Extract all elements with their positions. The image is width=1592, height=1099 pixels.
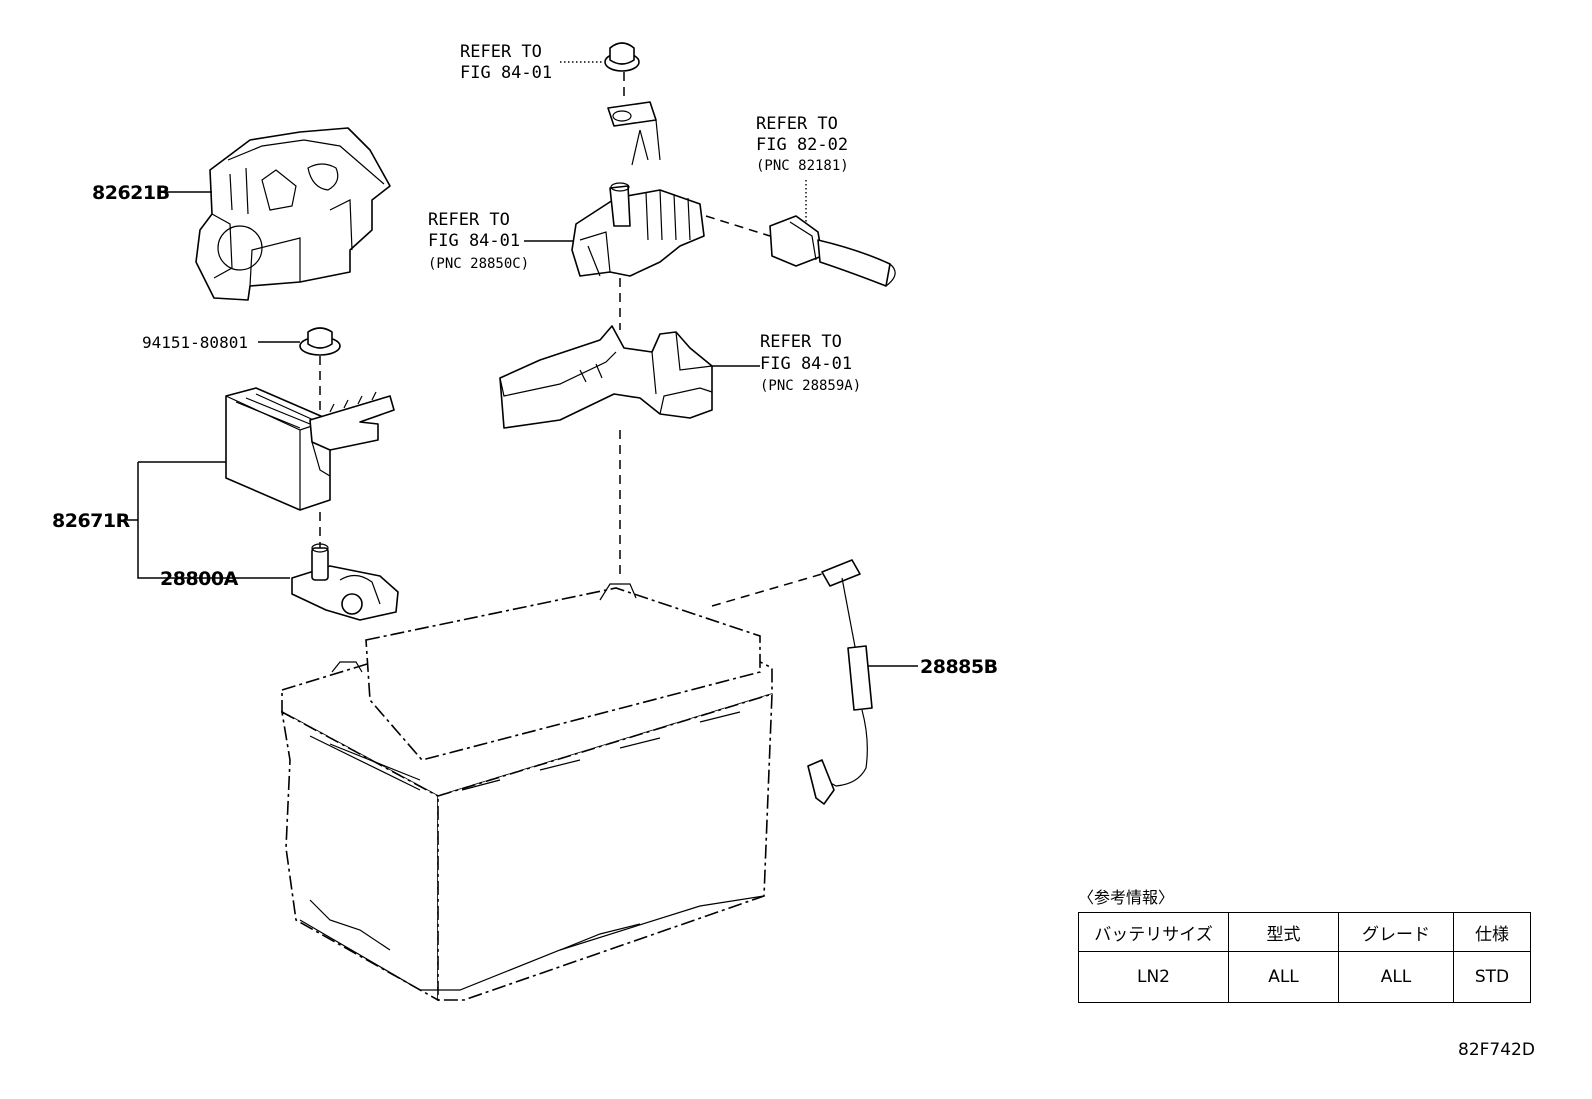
- battery-drawing: [280, 583, 773, 1002]
- header-grade: グレード: [1338, 912, 1454, 952]
- ref-terminal-line1: REFER TO: [428, 210, 510, 230]
- value-model: ALL: [1228, 951, 1339, 1003]
- bolt-94151-drawing: [299, 327, 341, 410]
- header-spec: 仕様: [1453, 912, 1531, 952]
- cover-82621B-drawing: [195, 127, 391, 301]
- reference-info-table: バッテリサイズ 型式 グレード 仕様 LN2 ALL ALL STD: [1078, 912, 1531, 1003]
- part-number-82621B: 82621B: [92, 182, 170, 204]
- header-model: 型式: [1228, 912, 1339, 952]
- header-battery-size: バッテリサイズ: [1078, 912, 1229, 952]
- ref-bracket-line2: FIG 84-01: [760, 354, 852, 374]
- table-row: LN2 ALL ALL STD: [1078, 951, 1531, 1003]
- ref-bracket-line1: REFER TO: [760, 332, 842, 352]
- ref-bracket-pnc: (PNC 28859A): [760, 378, 861, 394]
- ref-top-line2: FIG 84-01: [460, 63, 552, 83]
- part-number-82671R: 82671R: [52, 510, 131, 532]
- value-spec: STD: [1453, 951, 1531, 1003]
- table-header-row: バッテリサイズ 型式 グレード 仕様: [1078, 912, 1531, 952]
- reference-info-title: 〈参考情報〉: [1078, 888, 1175, 907]
- terminal-28850C-drawing: [571, 182, 705, 330]
- part-number-94151-80801: 94151-80801: [142, 333, 248, 352]
- cable-28885B-drawing: [711, 559, 873, 805]
- ref-top-line1: REFER TO: [460, 42, 542, 62]
- top-nut-drawing: [560, 42, 661, 166]
- value-battery-size: LN2: [1078, 951, 1229, 1003]
- ref-sensor-line2: FIG 82-02: [756, 135, 848, 155]
- ref-sensor-pnc: (PNC 82181): [756, 158, 849, 174]
- ref-terminal-pnc: (PNC 28850C): [428, 256, 529, 272]
- ref-sensor-line1: REFER TO: [756, 114, 838, 134]
- part-number-28885B: 28885B: [920, 656, 998, 678]
- bracket-28859A-drawing: [499, 325, 713, 576]
- sensor-connector-drawing: [705, 215, 896, 287]
- value-grade: ALL: [1338, 951, 1454, 1003]
- fuse-block-82671R-drawing: [225, 387, 395, 548]
- ref-terminal-line2: FIG 84-01: [428, 231, 520, 251]
- reference-info: 〈参考情報〉 バッテリサイズ 型式 グレード 仕様 LN2 ALL ALL ST…: [1078, 884, 1531, 1003]
- part-number-28800A: 28800A: [160, 568, 239, 590]
- figure-code: 82F742D: [1458, 1040, 1535, 1060]
- terminal-28800A-drawing: [291, 543, 399, 621]
